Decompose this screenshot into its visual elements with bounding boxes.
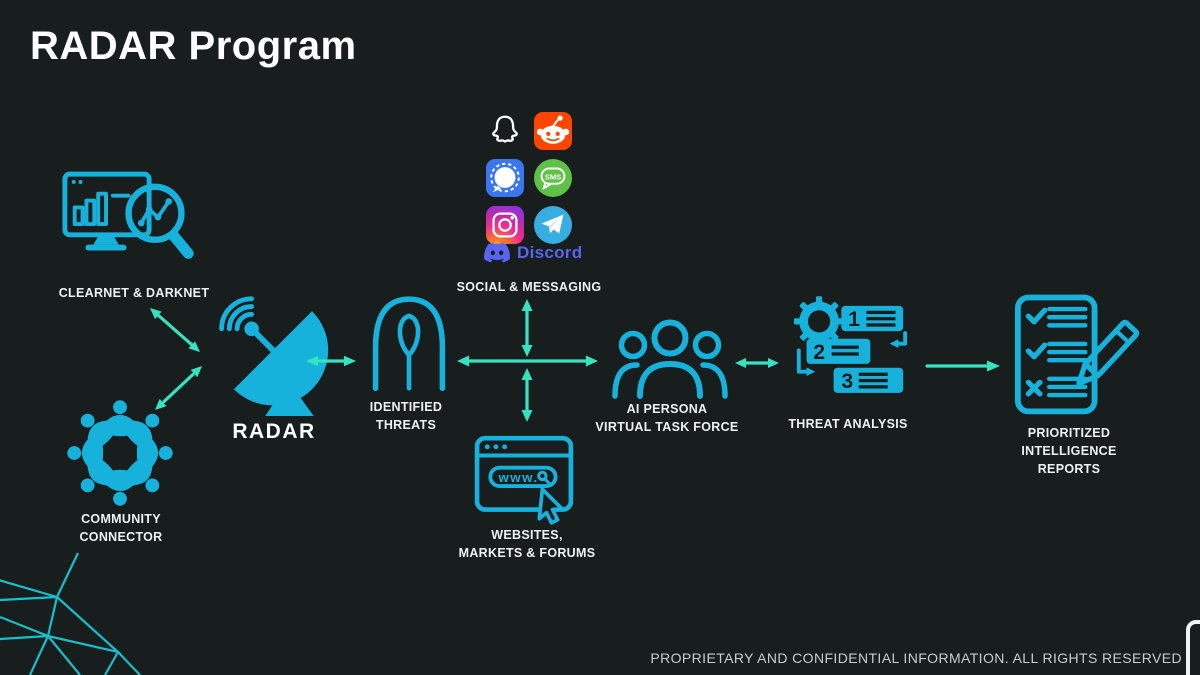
ai-persona-label: AI PERSONA VIRTUAL TASK FORCE [595, 402, 739, 434]
slide-edge-tab [1186, 620, 1200, 675]
identified-threats-icon [372, 296, 446, 392]
clearnet-darknet-label: CLEARNET & DARKNET [58, 286, 210, 300]
snapchat-icon [486, 112, 524, 150]
discord-icon [484, 242, 510, 263]
reports-label: PRIORITIZED INTELLIGENCE REPORTS [1021, 426, 1117, 476]
svg-text:3: 3 [841, 369, 853, 393]
arrow-persona-threat [735, 358, 779, 368]
sms-icon: SMS [534, 159, 572, 197]
clearnet-darknet-icon [62, 171, 194, 259]
telegram-icon [534, 206, 572, 244]
threat-analysis-icon: 1 2 3 [793, 296, 908, 393]
reddit-icon [534, 112, 572, 150]
svg-text:2: 2 [813, 340, 825, 364]
radar-dish-icon [219, 296, 329, 417]
arrow-radar-community [155, 366, 202, 410]
radar-label: RADAR [232, 420, 316, 443]
cursor-icon [537, 487, 564, 525]
arrow-radar-threats [306, 355, 356, 367]
discord-wordmark: Discord [517, 242, 583, 262]
signal-icon [486, 159, 524, 197]
svg-text:1: 1 [848, 307, 860, 331]
pencil-icon [1076, 319, 1140, 387]
community-connector-label: COMMUNITY CONNECTOR [79, 512, 163, 544]
social-app-grid: SMS [486, 112, 572, 244]
websites-label: WEBSITES, MARKETS & FORUMS [458, 528, 596, 560]
www-label: www. [497, 470, 538, 485]
ai-persona-icon [612, 319, 728, 399]
arrow-cross-hub [457, 299, 598, 422]
websites-browser-icon: www. [474, 435, 574, 525]
arrow-threat-reports [925, 360, 1000, 372]
threat-analysis-label: THREAT ANALYSIS [788, 417, 908, 431]
social-messaging-label: SOCIAL & MESSAGING [456, 280, 602, 294]
network-mesh-decoration [0, 552, 141, 675]
footer-disclaimer: PROPRIETARY AND CONFIDENTIAL INFORMATION… [650, 650, 1182, 666]
instagram-icon [486, 206, 524, 244]
page-title: RADAR Program [30, 24, 357, 68]
arrow-radar-clearnet [150, 308, 200, 352]
identified-threats-label: IDENTIFIED THREATS [369, 400, 443, 432]
community-connector-icon [67, 400, 173, 506]
reports-icon [1014, 294, 1140, 415]
discord-row: Discord [484, 242, 582, 263]
sms-label: SMS [545, 172, 561, 181]
